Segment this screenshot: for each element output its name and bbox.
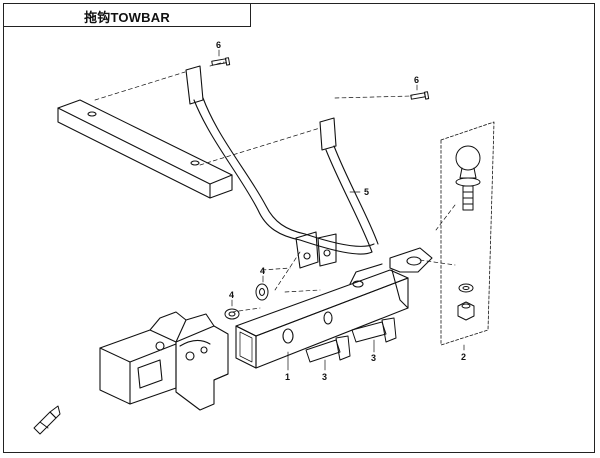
ball-mount-kit-box <box>440 121 495 346</box>
diagram-frame <box>3 3 595 453</box>
part-4-washers <box>224 283 269 320</box>
callout-3b: 3 <box>371 353 376 363</box>
part-2-hitch-ball <box>455 145 481 321</box>
front-direction-icon <box>33 405 61 435</box>
callout-5: 5 <box>364 187 369 197</box>
part-3-bolts <box>305 317 397 363</box>
callout-1: 1 <box>285 372 290 382</box>
part-6-pins <box>211 57 430 100</box>
callout-6b: 6 <box>414 75 419 85</box>
callout-labels: 1 2 3 3 4 4 5 6 6 <box>216 40 466 382</box>
callout-6a: 6 <box>216 40 221 50</box>
callout-leaders <box>218 49 465 371</box>
frame-hitch-bracket <box>99 311 229 411</box>
callout-2: 2 <box>461 352 466 362</box>
callout-4b: 4 <box>229 290 234 300</box>
title-box: 拖钩TOWBAR <box>3 3 251 27</box>
callout-3a: 3 <box>322 372 327 382</box>
callout-4a: 4 <box>260 266 265 276</box>
page-title: 拖钩TOWBAR <box>84 10 170 25</box>
part-5-upper-bracket <box>57 65 379 269</box>
part-1-square-tube <box>235 247 433 369</box>
